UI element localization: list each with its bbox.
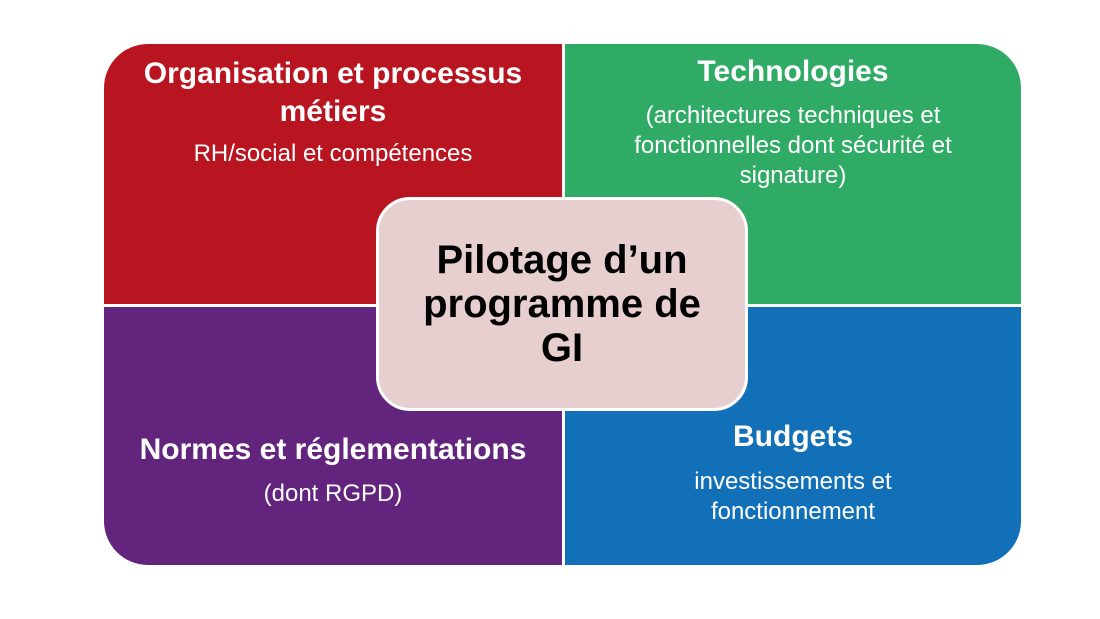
quadrant-title: Budgets <box>733 420 853 453</box>
center-box: Pilotage d’un programme de GI <box>376 197 748 411</box>
center-label: Pilotage d’un programme de GI <box>423 238 701 370</box>
quadrant-organisation: Organisation et processus métiers RH/soc… <box>104 44 562 304</box>
quadrant-subtitle: RH/social et compétences <box>193 140 473 167</box>
quadrant-subtitle: (architectures techniques et fonctionnel… <box>634 102 952 189</box>
quadrant-budgets: Budgets investissements et fonctionnemen… <box>565 307 1021 565</box>
quadrant-title: Normes et réglementations <box>139 433 527 466</box>
quadrant-subtitle: investissements et fonctionnement <box>694 468 892 525</box>
quadrant-subtitle: (dont RGPD) <box>263 480 403 507</box>
quadrant-title: Organisation et processus métiers <box>143 57 523 128</box>
quadrant-title: Technologies <box>697 55 889 88</box>
